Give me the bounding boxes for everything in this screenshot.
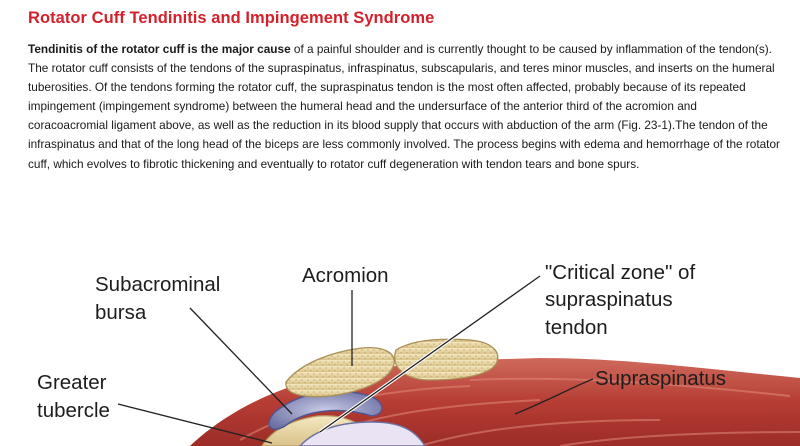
label-greater-tubercle-line2: tubercle [37,399,110,422]
label-greater-tubercle-line1: Greater [37,371,107,394]
label-subacromial-bursa-line1: Subacrominal [95,273,221,296]
acromion-bone-left [285,346,395,398]
greater-tubercle-leader-line [117,403,273,444]
body-paragraph: Tendinitis of the rotator cuff is the ma… [28,40,780,174]
paragraph-text: of a painful shoulder and is currently t… [28,42,780,171]
label-subacromial-bursa-line2: bursa [95,301,147,324]
supraspinatus-leader-line [514,378,594,415]
acromion-bone-right [394,338,499,381]
label-critical-zone-line2: supraspinatus [545,288,673,311]
subacromial-leader-line [189,307,293,415]
shoulder-anatomy-figure: Subacrominal bursa Acromion "Critical zo… [0,240,800,446]
label-acromion: Acromion [302,264,389,287]
shoulder-illustration [117,274,800,446]
tendon-shape [299,421,426,446]
label-supraspinatus: Supraspinatus [595,367,727,390]
label-critical-zone-line3: tendon [545,316,608,339]
page-title: Rotator Cuff Tendinitis and Impingement … [28,9,435,27]
paragraph-lead: Tendinitis of the rotator cuff is the ma… [28,42,291,56]
label-critical-zone-line1: "Critical zone" of [545,261,696,284]
